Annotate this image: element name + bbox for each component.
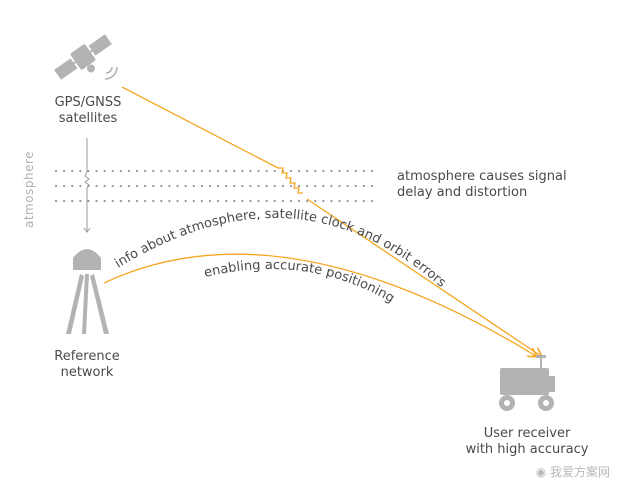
rover-icon xyxy=(499,355,555,411)
atmosphere-side-label: atmosphere xyxy=(22,151,36,228)
watermark: ◉ 我爱方案网 xyxy=(536,463,610,480)
watermark-text: 我爱方案网 xyxy=(549,465,610,479)
reference-signal-line xyxy=(85,138,89,232)
atmosphere-layers xyxy=(54,169,374,203)
receiver-label-line-1: User receiver xyxy=(483,426,571,441)
correction-curve xyxy=(103,253,536,356)
atmosphere-note-line-1: atmosphere causes signal xyxy=(397,169,567,184)
reference-label-line-2: network xyxy=(60,365,114,380)
satellite-icon xyxy=(54,34,118,80)
satellites-label-line-2: satellites xyxy=(58,111,118,126)
atmosphere-note-line-2: delay and distortion xyxy=(397,185,528,200)
reference-label-line-1: Reference xyxy=(54,349,120,364)
correction-label-line2: enabling accurate positioning xyxy=(203,258,397,306)
satellite-signal-line xyxy=(121,86,541,356)
reference-station-icon xyxy=(66,249,109,334)
satellites-label-line-1: GPS/GNSS xyxy=(54,95,122,110)
receiver-label-line-2: with high accuracy xyxy=(465,442,589,457)
weibo-icon: ◉ xyxy=(535,465,550,479)
correction-label-line1: info about atmosphere, satellite clock a… xyxy=(112,207,449,291)
